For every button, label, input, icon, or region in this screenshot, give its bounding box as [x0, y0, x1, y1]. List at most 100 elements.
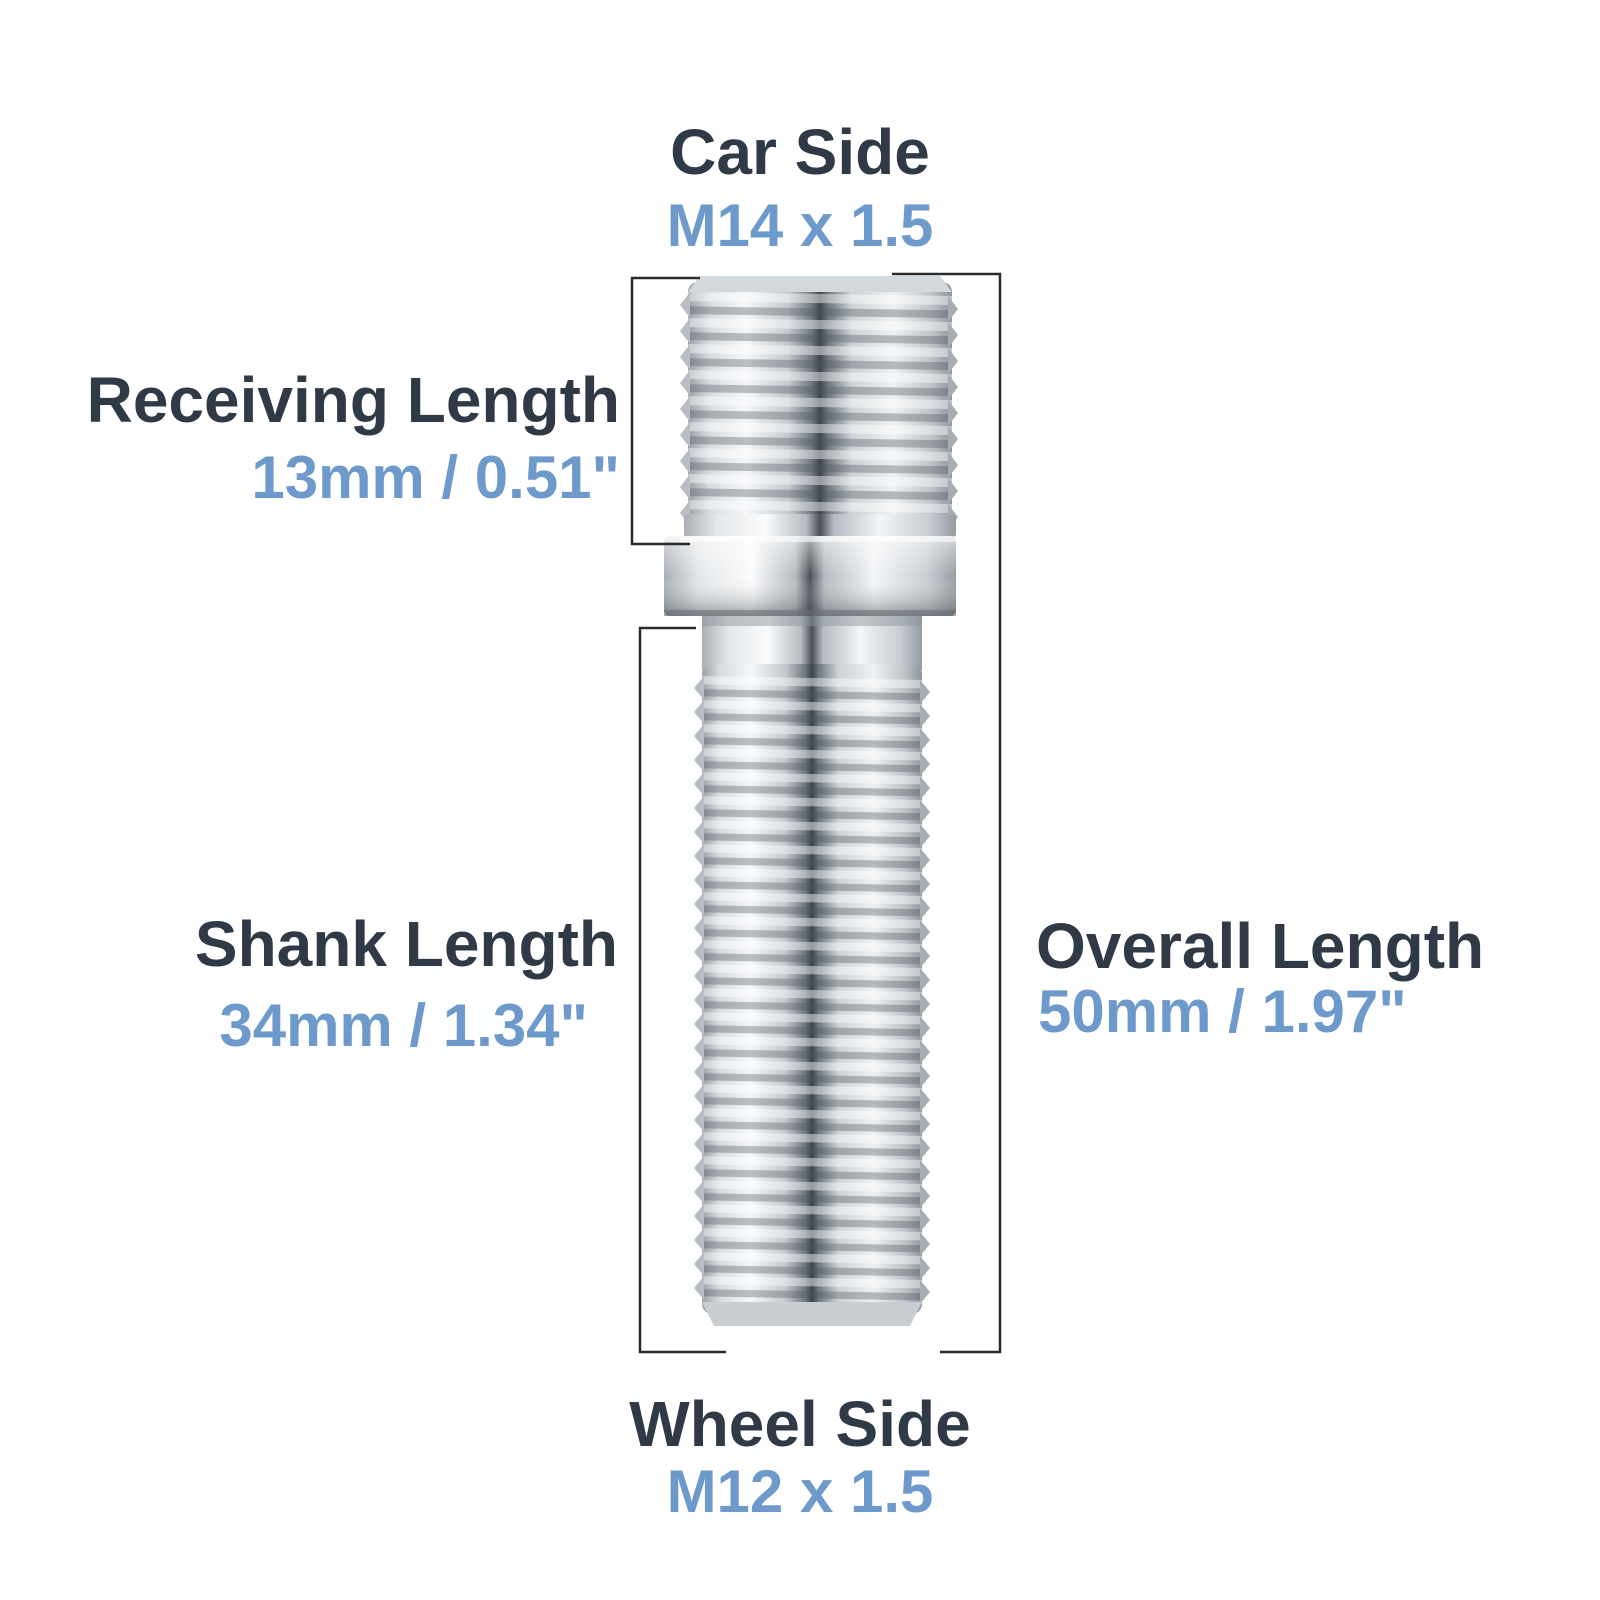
lower-thread-tooth-right	[920, 776, 930, 800]
lower-thread-ridge-highlight	[698, 796, 926, 809]
lower-thread-groove	[702, 1217, 922, 1229]
receiving-length-title: Receiving Length	[86, 364, 620, 436]
upper-thread-groove	[688, 306, 950, 319]
upper-thread-section	[680, 276, 958, 538]
lower-thread-ridge-highlight	[698, 1204, 926, 1217]
upper-thread-tooth-left	[680, 396, 690, 422]
lower-thread-groove	[702, 1289, 922, 1301]
lower-thread-tooth-left	[694, 940, 704, 964]
upper-thread-tooth-right	[948, 452, 958, 478]
upper-thread-ridge-highlight	[684, 370, 954, 384]
lower-thread-groove	[702, 1265, 922, 1277]
lower-thread-tooth-right	[920, 1256, 930, 1280]
threaded-stud-adapter-icon	[664, 276, 958, 1326]
lower-thread-groove	[702, 977, 922, 989]
lower-thread-ridge-highlight	[698, 1276, 926, 1289]
lower-thread-groove	[702, 929, 922, 941]
lower-thread-ridge-highlight	[698, 1180, 926, 1193]
upper-thread-groove	[688, 462, 950, 475]
lower-thread-groove	[702, 1121, 922, 1133]
lower-thread-ridge-highlight	[698, 988, 926, 1001]
upper-thread-tooth-left	[680, 344, 690, 370]
lower-thread-groove	[702, 1073, 922, 1085]
lower-thread-tooth-right	[920, 992, 930, 1016]
lower-thread-ridge-highlight	[698, 1084, 926, 1097]
upper-thread-tooth-left	[680, 370, 690, 396]
upper-thread-ridge-highlight	[684, 448, 954, 462]
lower-thread-tooth-right	[920, 824, 930, 848]
overall-length-value: 50mm / 1.97"	[1038, 978, 1407, 1045]
lower-thread-tooth-left	[694, 676, 704, 700]
lower-thread-tooth-right	[920, 1136, 930, 1160]
lower-thread-groove	[702, 905, 922, 917]
overall-length-bracket	[892, 272, 1002, 1354]
lower-thread-groove	[702, 1145, 922, 1157]
lower-thread-tooth-left	[694, 1060, 704, 1084]
lower-thread-tooth-left	[694, 1036, 704, 1060]
upper-thread-ridge-highlight	[684, 422, 954, 436]
lower-thread-tooth-right	[920, 1160, 930, 1184]
lower-thread-ridge-highlight	[698, 940, 926, 953]
lower-thread-tooth-right	[920, 1208, 930, 1232]
car-side-thread: M14 x 1.5	[666, 192, 934, 259]
lower-thread-groove	[702, 1001, 922, 1013]
lower-thread-tooth-right	[920, 1232, 930, 1256]
shank-length-title: Shank Length	[194, 908, 618, 980]
lower-thread-groove	[702, 1169, 922, 1181]
lower-thread-ridge-highlight	[698, 700, 926, 713]
upper-thread-tooth-left	[680, 318, 690, 344]
lower-thread-tooth-right	[920, 1112, 930, 1136]
lower-thread-tooth-right	[920, 680, 930, 704]
lower-thread-groove	[702, 1025, 922, 1037]
upper-thread-tooth-left	[680, 422, 690, 448]
lower-thread-tooth-right	[920, 920, 930, 944]
lower-thread-tooth-right	[920, 872, 930, 896]
lower-thread-tooth-left	[694, 1228, 704, 1252]
lower-thread-groove	[702, 953, 922, 965]
lower-thread-ridge-highlight	[698, 676, 926, 689]
lower-thread-tooth-left	[694, 1204, 704, 1228]
lower-thread-tooth-left	[694, 820, 704, 844]
lower-thread-groove	[702, 785, 922, 797]
collar-flange	[664, 536, 956, 616]
upper-thread-tooth-right	[948, 400, 958, 426]
lower-thread-groove	[702, 761, 922, 773]
upper-thread-ridge-highlight	[684, 500, 954, 514]
lower-thread-tooth-left	[694, 748, 704, 772]
lower-thread-ridge-highlight	[698, 916, 926, 929]
upper-thread-tooth-right	[948, 478, 958, 504]
lower-thread-tooth-left	[694, 1084, 704, 1108]
lower-thread-ridge-highlight	[698, 868, 926, 881]
lower-thread-ridge-highlight	[698, 892, 926, 905]
lower-thread-groove	[702, 857, 922, 869]
lower-thread-groove	[702, 1049, 922, 1061]
lower-thread-tooth-left	[694, 1276, 704, 1300]
lower-thread-tooth-right	[920, 1016, 930, 1040]
lower-thread-tooth-left	[694, 1012, 704, 1036]
upper-thread-ridge-highlight	[684, 318, 954, 332]
lower-thread-ridge-highlight	[698, 1036, 926, 1049]
upper-thread-groove	[688, 488, 950, 501]
lower-thread-ridge-highlight	[698, 820, 926, 833]
lower-thread-tooth-right	[920, 1088, 930, 1112]
lower-thread-groove	[702, 809, 922, 821]
lower-thread-groove	[702, 689, 922, 701]
upper-thread-groove	[688, 332, 950, 345]
lower-thread-groove	[702, 1097, 922, 1109]
lower-thread-tooth-right	[920, 1280, 930, 1304]
lower-thread-ridge-highlight	[698, 772, 926, 785]
lower-thread-tooth-right	[920, 848, 930, 872]
lower-thread-tooth-left	[694, 1252, 704, 1276]
upper-thread-groove	[688, 410, 950, 423]
lower-thread-tooth-right	[920, 896, 930, 920]
lower-thread-tooth-left	[694, 796, 704, 820]
lower-thread-ridge-highlight	[698, 748, 926, 761]
upper-thread-tooth-left	[680, 474, 690, 500]
overall-length-title: Overall Length	[1036, 910, 1485, 982]
lower-thread-ridge-highlight	[698, 1252, 926, 1265]
lower-thread-tooth-left	[694, 772, 704, 796]
upper-thread-ridge-highlight	[684, 344, 954, 358]
lower-thread-ridge-highlight	[698, 1228, 926, 1241]
lower-thread-tooth-right	[920, 728, 930, 752]
lower-thread-tooth-right	[920, 1064, 930, 1088]
